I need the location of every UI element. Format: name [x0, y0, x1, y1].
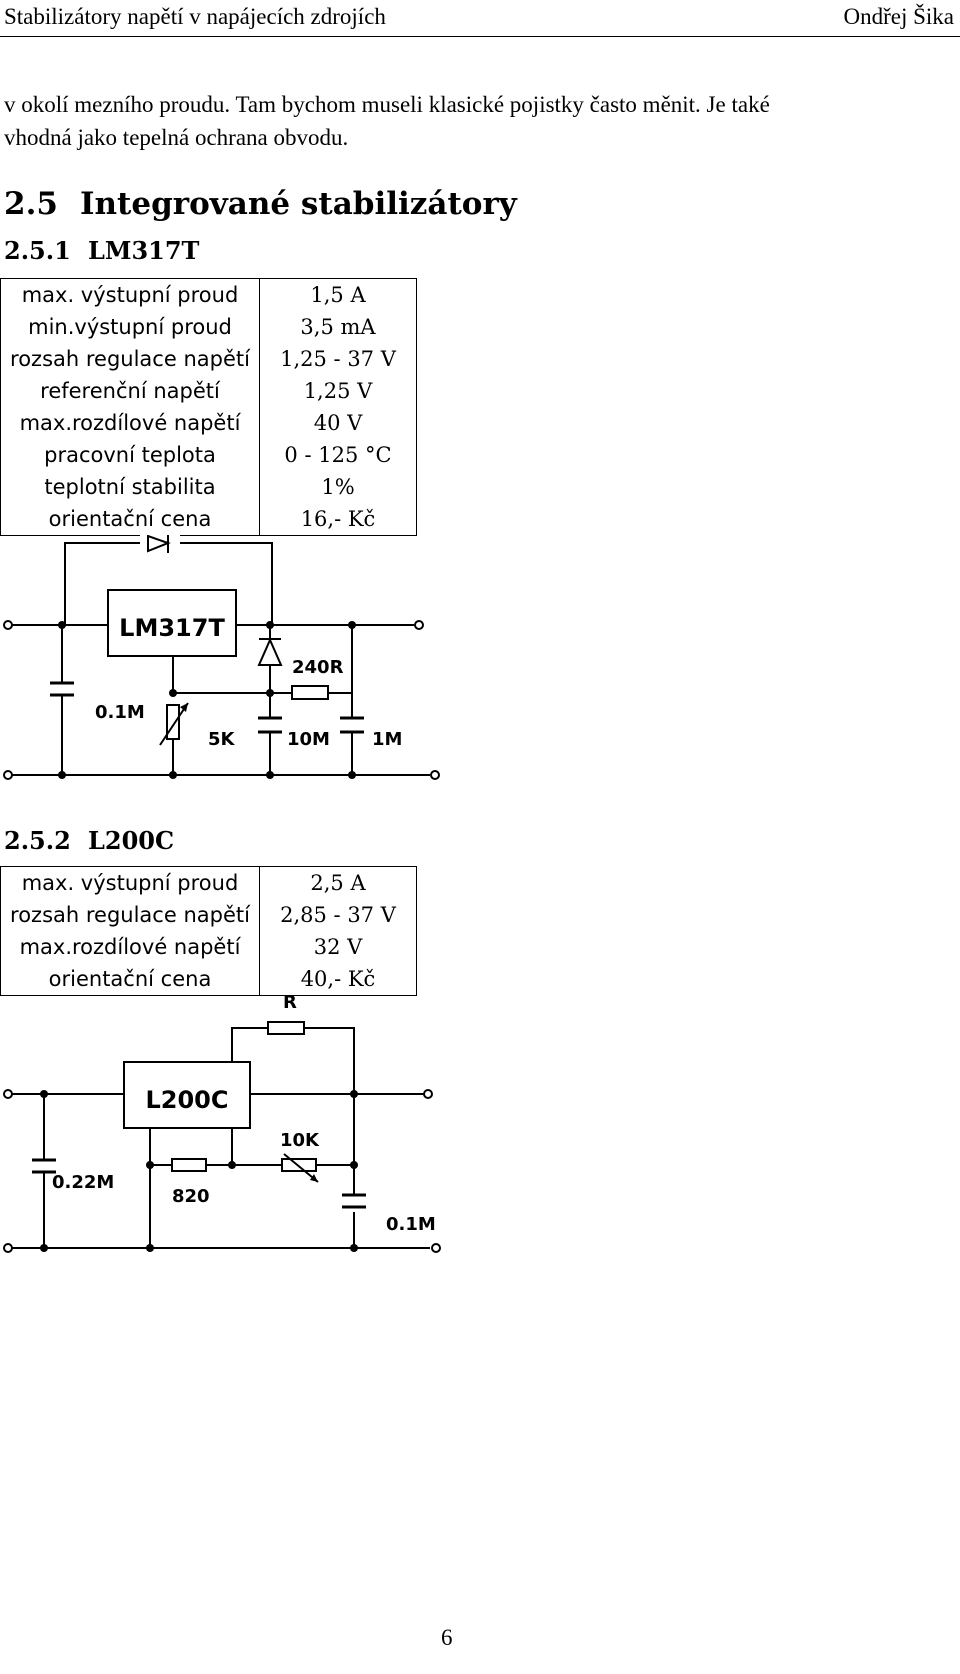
l200-ic-box: [123, 1061, 251, 1129]
intro-line-2: vhodná jako tepelná ochrana obvodu.: [4, 125, 349, 150]
spec-param: orientační cena: [48, 507, 212, 531]
lm317-ic-box: [107, 589, 237, 657]
l200-r-label: R: [283, 992, 297, 1013]
spec-param: orientační cena: [48, 967, 212, 991]
l200-spec-row: orientační cena 40,- Kč: [1, 963, 417, 996]
lm317-spec-row: min.výstupní proud 3,5 mA: [1, 311, 417, 343]
section-heading: 2.5 Integrované stabilizátory: [4, 186, 517, 222]
l200-gnd-terminal-right: [431, 1243, 441, 1253]
spec-param: referenční napětí: [40, 379, 220, 403]
l200-spec-row: max.rozdílové napětí 32 V: [1, 931, 417, 963]
lm317-ic-label: LM317T: [119, 614, 225, 642]
subsection-l200-title: L200C: [88, 826, 175, 855]
spec-param: pracovní teplota: [44, 443, 216, 467]
section-number: 2.5: [4, 186, 58, 222]
lm317-cin-label: 0.1M: [95, 702, 145, 723]
lm317-schematic: LM317T 0.1M 5K 240R 10M 1M: [3, 535, 440, 780]
l200-schematic: R L200C 0.22M 820 10K 0.1M: [3, 992, 441, 1253]
intro-paragraph: v okolí mezního proudu. Tam bychom musel…: [4, 88, 954, 154]
spec-value: 2,5 A: [259, 866, 417, 899]
lm317-spec-row: pracovní teplota 0 - 125 °C: [1, 439, 417, 471]
l200-resistor-r: [267, 1021, 305, 1035]
lm317-gnd-terminal-left: [3, 770, 13, 780]
spec-value: 1,5 A: [259, 278, 417, 311]
spec-value: 32 V: [259, 931, 417, 963]
lm317-input-terminal: [3, 620, 13, 630]
spec-value: 1,25 V: [259, 375, 417, 407]
spec-param: max.rozdílové napětí: [19, 935, 241, 959]
subsection-l200-heading: 2.5.2 L200C: [4, 826, 174, 855]
spec-value: 3,5 mA: [259, 311, 417, 343]
lm317-spec-row: max.rozdílové napětí 40 V: [1, 407, 417, 439]
spec-value: 2,85 - 37 V: [259, 899, 417, 931]
spec-param: max. výstupní proud: [21, 283, 239, 307]
spec-param: rozsah regulace napětí: [10, 903, 250, 927]
l200-spec-row: rozsah regulace napětí 2,85 - 37 V: [1, 899, 417, 931]
lm317-protection-diode: [140, 535, 180, 553]
spec-value: 1,25 - 37 V: [259, 343, 417, 375]
l200-ic-label: L200C: [145, 1086, 228, 1114]
spec-param: rozsah regulace napětí: [10, 347, 250, 371]
lm317-resistor-240r: [291, 685, 329, 700]
lm317-spec-row: rozsah regulace napětí 1,25 - 37 V: [1, 343, 417, 375]
l200-input-capacitor: [32, 1158, 56, 1174]
lm317-cout-label: 1M: [372, 729, 402, 750]
spec-value: 40 V: [259, 407, 417, 439]
subsection-lm317-heading: 2.5.1 LM317T: [4, 236, 199, 265]
spec-value: 1%: [259, 471, 417, 503]
spec-param: max.rozdílové napětí: [19, 411, 241, 435]
running-header-author: Ondřej Šika: [843, 4, 954, 29]
l200-gnd-terminal-left: [3, 1243, 13, 1253]
l200-pot-label: 10K: [280, 1130, 320, 1151]
header-rule: [0, 36, 960, 37]
lm317-spec-row: referenční napětí 1,25 V: [1, 375, 417, 407]
lm317-pot-label: 5K: [208, 729, 236, 750]
subsection-lm317-title: LM317T: [88, 236, 200, 265]
spec-param: teplotní stabilita: [44, 475, 216, 499]
page-number: 6: [441, 1625, 453, 1650]
lm317-input-capacitor: [50, 681, 74, 697]
l200-cin-label: 0.22M: [52, 1172, 114, 1193]
subsection-l200-number: 2.5.2: [4, 826, 71, 855]
l200-output-terminal: [423, 1089, 433, 1099]
spec-value: 0 - 125 °C: [259, 439, 417, 471]
lm317-output-capacitor: [340, 716, 364, 734]
lm317-spec-row: max. výstupní proud 1,5 A: [1, 278, 417, 311]
lm317-potentiometer: [159, 702, 189, 746]
spec-value: 40,- Kč: [259, 963, 417, 996]
l200-resistor-820: [171, 1158, 207, 1172]
l200-input-terminal: [3, 1089, 13, 1099]
lm317-spec-row: teplotní stabilita 1%: [1, 471, 417, 503]
l200-output-capacitor: [342, 1193, 366, 1209]
lm317-spec-row: orientační cena 16,- Kč: [1, 503, 417, 536]
section-title: Integrované stabilizátory: [80, 186, 517, 222]
l200-cout-label: 0.1M: [386, 1214, 436, 1235]
running-header-title: Stabilizátory napětí v napájecích zdrojí…: [4, 4, 386, 29]
subsection-lm317-number: 2.5.1: [4, 236, 71, 265]
spec-param: max. výstupní proud: [21, 871, 239, 895]
intro-line-1: v okolí mezního proudu. Tam bychom musel…: [4, 92, 770, 117]
lm317-gnd-terminal-right: [430, 770, 440, 780]
lm317-adj-capacitor: [258, 716, 282, 734]
spec-value: 16,- Kč: [259, 503, 417, 536]
spec-param: min.výstupní proud: [28, 315, 232, 339]
l200-potentiometer: [281, 1153, 319, 1183]
lm317-cadj-label: 10M: [287, 729, 330, 750]
lm317-r-label: 240R: [292, 657, 344, 678]
l200-spec-row: max. výstupní proud 2,5 A: [1, 866, 417, 899]
l200-r820-label: 820: [172, 1186, 210, 1207]
lm317-output-terminal: [414, 620, 424, 630]
lm317-reverse-diode: [257, 637, 283, 666]
